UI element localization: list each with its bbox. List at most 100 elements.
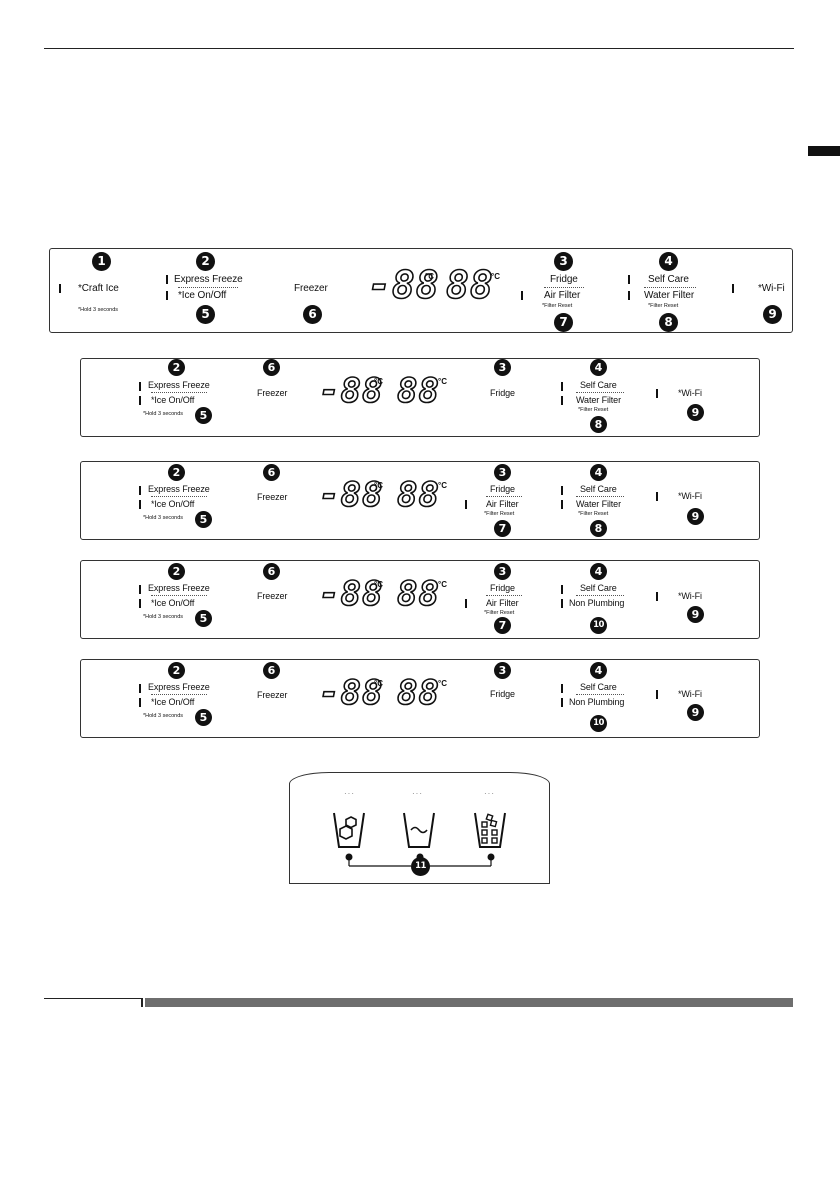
ice-on-off-button[interactable]: *Ice On/Off [151, 697, 195, 707]
air-filter-button[interactable]: Air Filter [544, 290, 581, 301]
fridge-button[interactable]: Fridge [490, 484, 515, 494]
self-care-indicator [561, 684, 563, 693]
express-freeze-button[interactable]: Express Freeze [148, 380, 210, 390]
fridge-button[interactable]: Fridge [490, 583, 515, 593]
express-freeze-indicator [139, 684, 141, 693]
self-care-indicator [561, 585, 563, 594]
wifi-button[interactable]: *Wi-Fi [678, 388, 702, 398]
wifi-indicator [656, 389, 658, 398]
callout-4: 4 [590, 464, 607, 481]
self-care-button[interactable]: Self Care [580, 583, 617, 593]
ice-on-off-button[interactable]: *Ice On/Off [151, 598, 195, 608]
freezer-temp-display: -88 [318, 475, 384, 515]
freezer-button[interactable]: Freezer [257, 690, 288, 700]
water-filter-reset-note: *Filter Reset [578, 407, 609, 413]
freezer-temp-unit: °C [374, 481, 383, 490]
ice-on-off-indicator [139, 698, 141, 707]
callout-2: 2 [168, 359, 185, 376]
fridge-button[interactable]: Fridge [490, 388, 515, 398]
freezer-button[interactable]: Freezer [257, 591, 288, 601]
callout-5: 5 [195, 407, 212, 424]
wifi-button[interactable]: *Wi-Fi [678, 491, 702, 501]
callout-10: 10 [590, 617, 607, 634]
crushed-ice-icon[interactable] [472, 810, 508, 850]
wifi-button[interactable]: *Wi-Fi [758, 283, 785, 294]
water-filter-button[interactable]: Water Filter [644, 290, 695, 301]
self-care-indicator [561, 486, 563, 495]
callout-8: 8 [590, 416, 607, 433]
fridge-button[interactable]: Fridge [550, 274, 578, 285]
callout-10: 10 [590, 715, 607, 732]
non-plumbing-button[interactable]: Non Plumbing [569, 598, 625, 608]
express-freeze-button[interactable]: Express Freeze [148, 682, 210, 692]
craft-ice-indicator [59, 284, 61, 293]
non-plumbing-button[interactable]: Non Plumbing [569, 697, 625, 707]
ice-on-off-indicator [166, 291, 168, 300]
dotted-separator [576, 392, 624, 393]
freezer-button[interactable]: Freezer [257, 492, 288, 502]
express-freeze-button[interactable]: Express Freeze [174, 274, 243, 285]
wifi-button[interactable]: *Wi-Fi [678, 689, 702, 699]
ice-on-off-indicator [139, 500, 141, 509]
callout-9: 9 [763, 305, 782, 324]
self-care-button[interactable]: Self Care [580, 682, 617, 692]
callout-4: 4 [590, 662, 607, 679]
express-freeze-button[interactable]: Express Freeze [148, 583, 210, 593]
ice-on-off-button[interactable]: *Ice On/Off [151, 395, 195, 405]
freezer-temp-display: -88 [318, 574, 384, 614]
callout-5: 5 [195, 610, 212, 627]
air-filter-indicator [465, 599, 467, 608]
fridge-temp-unit: °C [438, 580, 447, 589]
fridge-button[interactable]: Fridge [490, 689, 515, 699]
callout-2: 2 [196, 252, 215, 271]
non-plumbing-indicator [561, 698, 563, 707]
callout-5: 5 [196, 305, 215, 324]
control-panel-c: 2 Express Freeze *Ice On/Off *Hold 3 sec… [80, 461, 760, 540]
water-filter-reset-note: *Filter Reset [648, 303, 679, 309]
callout-6: 6 [263, 464, 280, 481]
water-filter-button[interactable]: Water Filter [576, 395, 621, 405]
express-freeze-button[interactable]: Express Freeze [148, 484, 210, 494]
freezer-button[interactable]: Freezer [294, 283, 328, 294]
wifi-button[interactable]: *Wi-Fi [678, 591, 702, 601]
air-filter-button[interactable]: Air Filter [486, 499, 519, 509]
callout-7: 7 [494, 520, 511, 537]
dotted-separator [576, 595, 624, 596]
fridge-temp-display: 88 [396, 371, 440, 411]
cubed-ice-indicator: ··· [344, 789, 355, 798]
dotted-separator [644, 287, 696, 288]
callout-9: 9 [687, 508, 704, 525]
water-icon[interactable] [401, 810, 437, 850]
callout-4: 4 [590, 359, 607, 376]
dotted-separator [544, 287, 584, 288]
air-filter-indicator [521, 291, 523, 300]
callout-2: 2 [168, 563, 185, 580]
water-filter-reset-note: *Filter Reset [578, 511, 609, 517]
callout-2: 2 [168, 464, 185, 481]
self-care-indicator [628, 275, 630, 284]
craft-ice-button[interactable]: *Craft Ice [78, 283, 119, 294]
hold-note: *Hold 3 seconds [143, 713, 184, 719]
callout-7: 7 [494, 617, 511, 634]
self-care-button[interactable]: Self Care [648, 274, 689, 285]
fridge-temp-unit: °C [438, 481, 447, 490]
ice-on-off-button[interactable]: *Ice On/Off [178, 290, 227, 301]
crushed-ice-indicator: ··· [484, 789, 495, 798]
self-care-button[interactable]: Self Care [580, 484, 617, 494]
control-panel-e: 2 Express Freeze *Ice On/Off *Hold 3 sec… [80, 659, 760, 738]
express-freeze-indicator [166, 275, 168, 284]
cubed-ice-icon[interactable] [331, 810, 367, 850]
self-care-button[interactable]: Self Care [580, 380, 617, 390]
air-filter-button[interactable]: Air Filter [486, 598, 519, 608]
self-care-indicator [561, 382, 563, 391]
water-filter-indicator [561, 396, 563, 405]
freezer-button[interactable]: Freezer [257, 388, 288, 398]
callout-11: 11 [411, 857, 430, 876]
callout-4: 4 [659, 252, 678, 271]
water-filter-button[interactable]: Water Filter [576, 499, 621, 509]
hold-note: *Hold 3 seconds [143, 614, 184, 620]
express-freeze-indicator [139, 486, 141, 495]
air-filter-reset-note: *Filter Reset [542, 303, 573, 309]
ice-on-off-indicator [139, 599, 141, 608]
ice-on-off-button[interactable]: *Ice On/Off [151, 499, 195, 509]
